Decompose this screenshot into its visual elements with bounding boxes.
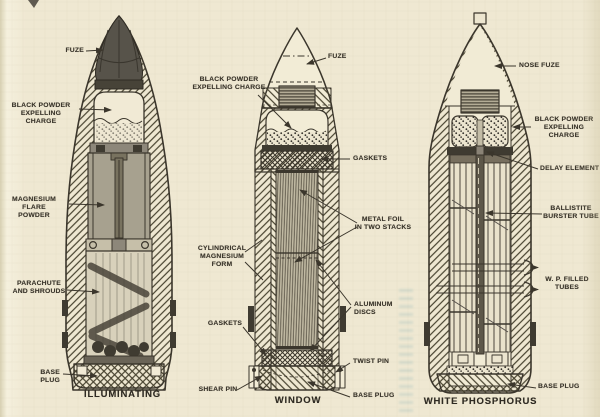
label-black-powder-charge: BLACK POWDER EXPELLING CHARGE [11, 102, 71, 126]
label-wp-filled-tubes: W. P. FILLED TUBES [545, 276, 589, 292]
white-phosphorus-shell-drawing [424, 12, 536, 394]
label-base-plug: BASE PLUG [40, 369, 60, 385]
caption-window: WINDOW [274, 395, 322, 406]
label-magnesium-flare: MAGNESIUM FLARE POWDER [11, 196, 57, 220]
caption-illuminating: ILLUMINATING [84, 389, 161, 400]
label-ballistite-burster: BALLISTITE BURSTER TUBE [543, 205, 599, 221]
label-base-plug: BASE PLUG [538, 383, 580, 390]
label-shear-pin: SHEAR PIN [198, 386, 238, 393]
label-black-powder-charge: BLACK POWDER EXPELLING CHARGE [192, 76, 266, 92]
label-twist-pin: TWIST PIN [353, 358, 390, 365]
label-base-plug: BASE PLUG [353, 392, 395, 399]
print-artifact [28, 0, 39, 8]
page-bleed-artifact [399, 286, 413, 412]
label-gaskets-upper: GASKETS [353, 155, 388, 162]
label-nose-fuze: NOSE FUZE [519, 62, 560, 69]
label-metal-foil: METAL FOIL IN TWO STACKS [354, 216, 412, 232]
label-parachute-shrouds: PARACHUTE AND SHROUDS [12, 280, 66, 296]
label-fuze: FUZE [65, 47, 84, 54]
leader-lines [62, 47, 543, 398]
caption-white-phosphorus: WHITE PHOSPHORUS [423, 396, 538, 407]
illuminating-shell-drawing [62, 15, 176, 391]
label-black-powder-charge: BLACK POWDER EXPELLING CHARGE [534, 116, 594, 140]
window-shell-drawing [248, 27, 346, 391]
label-cylindrical-form: CYLINDRICAL MAGNESIUM FORM [197, 245, 247, 269]
label-gaskets-lower: GASKETS [207, 320, 243, 327]
label-aluminum-discs: ALUMINUM DISCS [354, 301, 393, 317]
label-fuze: FUZE [328, 53, 347, 60]
label-delay-element: DELAY ELEMENT [540, 165, 600, 172]
